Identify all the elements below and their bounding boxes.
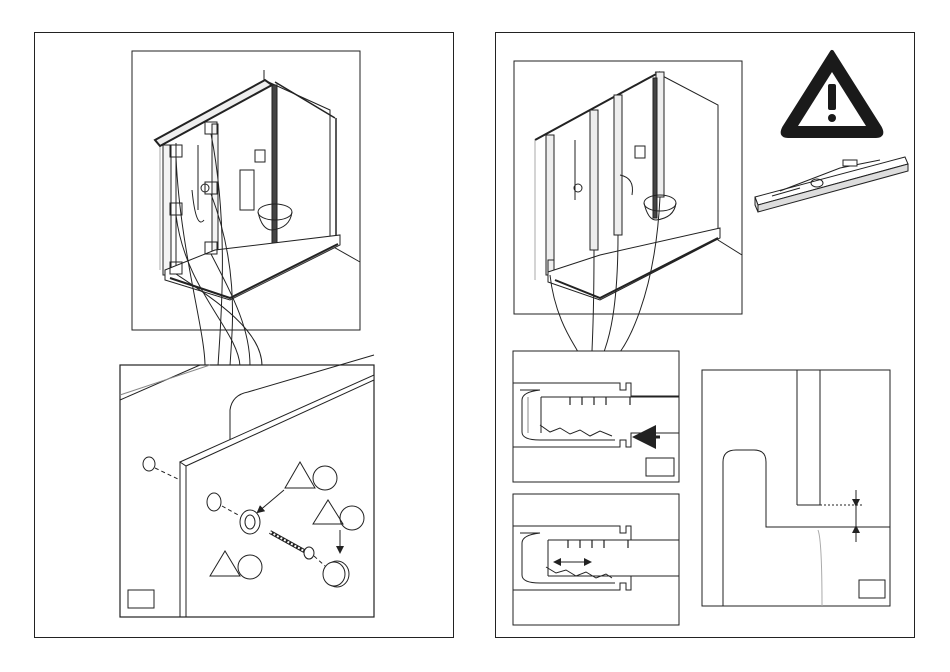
- step-number-right-1: [646, 458, 674, 476]
- warning-triangle-icon: [783, 52, 882, 136]
- seal-alignment-detail: [702, 370, 890, 606]
- shower-cabin-illustration-right: [514, 61, 742, 352]
- spirit-level-icon: [755, 157, 908, 212]
- step-number-right-2: [859, 580, 885, 598]
- screw-assembly-detail: [120, 355, 374, 617]
- shower-cabin-illustration-left: [132, 51, 360, 366]
- profile-section-detail-2: [513, 494, 679, 625]
- step-number-left: [128, 590, 154, 608]
